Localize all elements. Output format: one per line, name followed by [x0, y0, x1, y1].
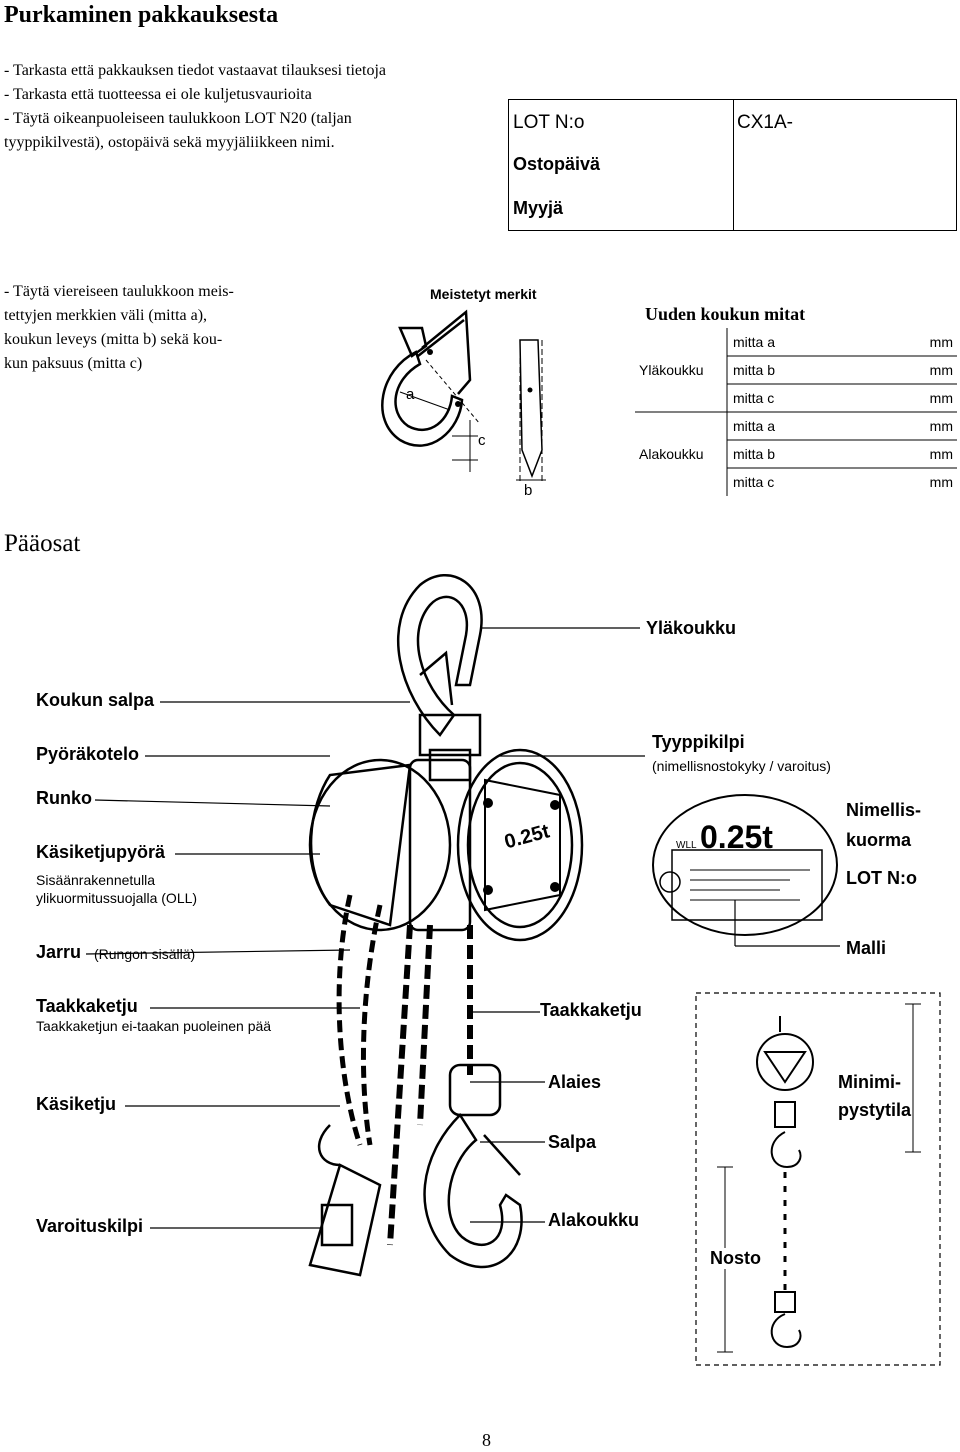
lot-value: CX1A- — [737, 112, 793, 133]
label-top-hook: Yläkoukku — [646, 618, 737, 638]
section-title-unpacking: Purkaminen pakkauksesta — [4, 2, 279, 28]
seller-label: Myyjä — [513, 198, 564, 218]
label-brake: Jarru — [36, 942, 82, 962]
dims-row-unit: mm — [929, 362, 953, 378]
dims-row-label: mitta b — [733, 362, 776, 378]
measure-line-4: kun paksuus (mitta c) — [4, 355, 143, 372]
unpack-line-4: tyyppikilvestä), ostopäivä sekä myyjälii… — [4, 134, 335, 151]
unpack-line-3: - Täytä oikeanpuoleiseen taulukkoon LOT … — [4, 110, 352, 127]
dims-row-unit: mm — [929, 418, 953, 434]
dims-row-label: mitta c — [733, 474, 775, 490]
measure-line-1: - Täytä viereiseen taulukkoon meis- — [4, 283, 234, 300]
label-load-chain-left: Taakkaketju — [36, 996, 138, 1016]
label-lift: Nosto — [710, 1248, 761, 1269]
label-hand-chain: Käsiketju — [36, 1094, 117, 1114]
dims-table-title: Uuden koukun mitat — [645, 304, 806, 324]
label-rated-load-2: kuorma — [846, 830, 912, 850]
type-plate-graphic: 0.25t WLL — [652, 794, 838, 936]
dims-group-top-hook: Yläkoukku — [639, 362, 704, 378]
dims-row-unit: mm — [929, 474, 953, 490]
label-min-headroom-1: Minimi- — [838, 1072, 901, 1092]
label-bottom-block: Alaies — [548, 1072, 602, 1092]
section-title-main-parts: Pääosat — [4, 530, 81, 557]
label-frame: Runko — [36, 788, 92, 808]
label-bottom-hook: Alakoukku — [548, 1210, 640, 1230]
label-type-plate-note: (nimellisnostokyky / varoitus) — [652, 758, 831, 774]
body-capacity-text: 0.25t — [502, 820, 552, 853]
dims-group-bottom-hook: Alakoukku — [639, 446, 704, 462]
purchase-date-label: Ostopäivä — [513, 154, 601, 174]
dims-row-label: mitta b — [733, 446, 776, 462]
dims-row-unit: mm — [929, 446, 953, 462]
dims-row-unit: mm — [929, 390, 953, 406]
dims-row-unit: mm — [929, 334, 953, 350]
dims-row-label: mitta a — [733, 418, 776, 434]
label-load-chain-note: Taakkaketjun ei-taakan puoleinen pää — [36, 1018, 272, 1034]
plate-capacity: 0.25t — [700, 819, 773, 855]
label-rated-load-1: Nimellis- — [846, 800, 922, 820]
headroom-inset — [695, 992, 941, 1366]
lot-label: LOT N:o — [513, 112, 585, 133]
dim-label-c: c — [478, 432, 486, 449]
label-type-plate: Tyyppikilpi — [652, 732, 745, 752]
plate-wll: WLL — [676, 840, 697, 851]
label-min-headroom-2: pystytila — [838, 1100, 912, 1120]
label-model: Malli — [846, 938, 887, 958]
label-latch: Koukun salpa — [36, 690, 155, 710]
dims-row-label: mitta a — [733, 334, 776, 350]
unpack-line-1: - Tarkasta että pakkauksen tiedot vastaa… — [4, 62, 387, 79]
label-oll-note-2: ylikuormitussuojalla (OLL) — [36, 890, 198, 906]
label-brake-note: (Rungon sisällä) — [94, 946, 196, 962]
label-gear-housing: Pyöräkotelo — [36, 744, 140, 764]
stamped-marks-label: Meistetyt merkit — [430, 286, 537, 302]
hook-measure-diagram — [381, 309, 546, 484]
dims-row-label: mitta c — [733, 390, 775, 406]
label-lot: LOT N:o — [846, 868, 917, 888]
unpack-line-2: - Tarkasta että tuotteessa ei ole kuljet… — [4, 86, 312, 103]
label-load-chain-right: Taakkaketju — [540, 1000, 642, 1020]
dim-label-b: b — [524, 482, 533, 499]
measure-line-2: tettyjen merkkien väli (mitta a), — [4, 307, 208, 324]
dim-label-a: a — [406, 386, 415, 403]
label-hand-wheel: Käsiketjupyörä — [36, 842, 166, 862]
page-number: 8 — [482, 1430, 491, 1450]
chain-hoist-illustration: 0.25t — [308, 573, 584, 1277]
label-latch-bottom: Salpa — [548, 1132, 597, 1152]
lot-table: LOT N:o CX1A- Ostopäivä Myyjä — [508, 99, 957, 231]
measure-line-3: koukun leveys (mitta b) sekä kou- — [4, 331, 223, 348]
label-warning-tag: Varoituskilpi — [36, 1216, 144, 1236]
dims-table-grid — [635, 328, 957, 496]
label-oll-note-1: Sisäänrakennetulla — [36, 872, 156, 888]
